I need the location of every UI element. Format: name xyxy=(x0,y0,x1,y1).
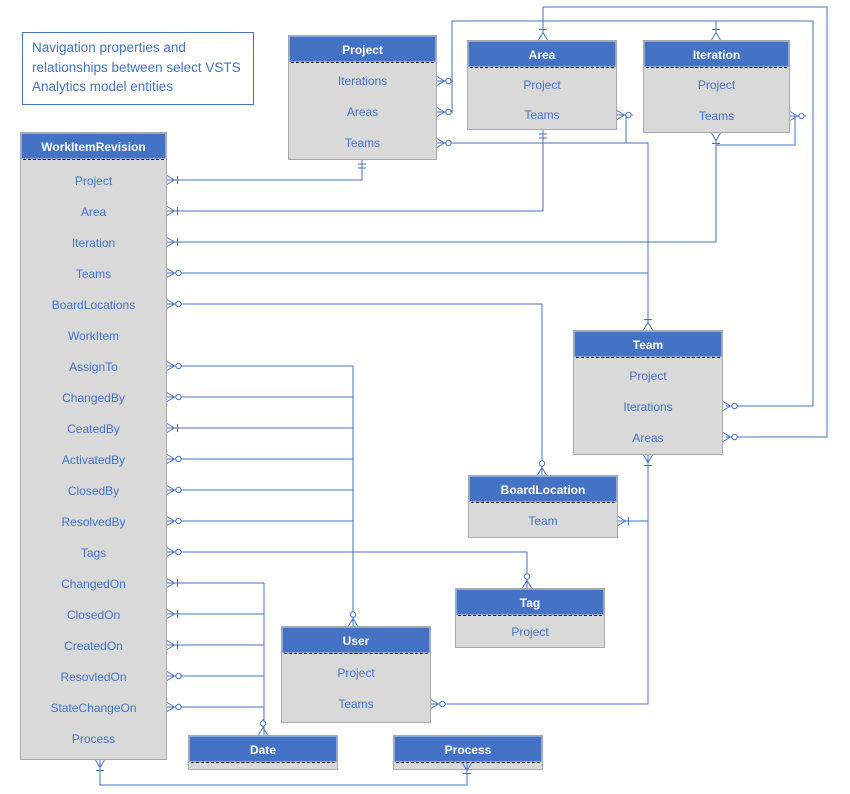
entity-header[interactable]: Date xyxy=(189,736,337,762)
field-label: Iteration xyxy=(71,236,116,250)
entity-header[interactable]: Process xyxy=(394,736,542,762)
crowsfoot-ring-icon xyxy=(722,432,740,442)
crowsfoot-ring-icon xyxy=(166,268,184,278)
entity-header[interactable]: Project xyxy=(289,36,436,62)
field-label: CeatedBy xyxy=(67,422,120,436)
connector-line xyxy=(167,168,363,181)
field-label: WorkItem xyxy=(67,329,120,343)
crowsfoot-bar-icon xyxy=(643,313,653,331)
connector-line xyxy=(167,303,543,475)
entity-header[interactable]: Team xyxy=(574,331,722,357)
entity-user[interactable]: User Project Teams xyxy=(281,626,431,723)
crowsfoot-bar-icon xyxy=(711,23,721,41)
field-label: Tags xyxy=(80,546,107,560)
field-label: Process xyxy=(71,732,116,746)
connector-line xyxy=(437,142,649,323)
crowsfoot-bar-icon xyxy=(166,609,184,619)
field-label: Iterations xyxy=(337,74,388,88)
crowsfoot-ring-icon xyxy=(258,718,268,736)
crowsfoot-ring-icon xyxy=(166,702,184,712)
field-label: ChangedOn xyxy=(61,577,126,591)
entity-project[interactable]: Project Iterations Areas Teams xyxy=(288,35,437,160)
crowsfoot-bar-icon xyxy=(538,23,548,41)
entity-process[interactable]: Process xyxy=(393,735,543,770)
field-label: Project xyxy=(337,666,375,680)
field-label: Project xyxy=(697,78,736,92)
crowsfoot-bar-icon xyxy=(166,175,184,185)
field-label: Area xyxy=(80,205,107,219)
field-label: Iterations xyxy=(623,400,673,414)
crowsfoot-bar-icon xyxy=(166,206,184,216)
diagram-title: Navigation properties and relationships … xyxy=(22,32,254,105)
field-label: Areas xyxy=(346,105,379,119)
crowsfoot-bar-icon xyxy=(166,237,184,247)
crowsfoot-bar-icon xyxy=(711,132,721,150)
field-label: Project xyxy=(511,625,549,639)
field-label: Project xyxy=(629,369,667,383)
field-label: Teams xyxy=(524,108,560,122)
entity-header[interactable]: BoardLocation xyxy=(469,476,617,502)
crowsfoot-ring-icon xyxy=(166,485,184,495)
entity-date[interactable]: Date xyxy=(188,735,338,770)
field-label: Areas xyxy=(632,431,664,445)
field-label: ResovledOn xyxy=(60,670,127,684)
entity-header[interactable]: User xyxy=(282,627,430,653)
crowsfoot-ring-icon xyxy=(166,392,184,402)
crowsfoot-ring-icon xyxy=(789,111,807,121)
field-label: Teams xyxy=(698,109,735,123)
entity-team[interactable]: Team Project Iterations Areas xyxy=(573,330,723,455)
connector-line xyxy=(617,114,627,143)
field-label: BoardLocations xyxy=(51,298,136,312)
field-label: ResolvedBy xyxy=(61,515,126,529)
crowsfoot-ring-icon xyxy=(722,401,740,411)
field-label: ClosedBy xyxy=(67,484,120,498)
entity-header[interactable]: Area xyxy=(468,41,616,67)
field-label: ActivatedBy xyxy=(61,453,126,467)
crowsfoot-ring-icon xyxy=(166,361,184,371)
field-label: StateChangeOn xyxy=(50,701,137,715)
field-label: Project xyxy=(523,78,561,92)
crowsfoot-ring-icon xyxy=(436,107,454,117)
field-label: CreatedOn xyxy=(64,639,123,653)
crowsfoot-ring-icon xyxy=(166,299,184,309)
entity-workitemrevision[interactable]: WorkItemRevision Project Area Iteration … xyxy=(20,132,167,760)
one-bar-icon xyxy=(357,159,367,173)
crowsfoot-bar-icon xyxy=(643,454,653,472)
field-label: Teams xyxy=(338,697,374,711)
crowsfoot-ring-icon xyxy=(166,671,184,681)
crowsfoot-ring-icon xyxy=(166,454,184,464)
crowsfoot-ring-icon xyxy=(166,547,184,557)
crowsfoot-bar-icon xyxy=(166,423,184,433)
crowsfoot-ring-icon xyxy=(616,110,634,120)
field-label: Teams xyxy=(344,136,381,150)
crowsfoot-ring-icon xyxy=(166,516,184,526)
one-bar-icon xyxy=(538,129,548,143)
field-label: Project xyxy=(74,174,113,188)
field-label: ClosedOn xyxy=(66,608,121,622)
field-label: Team xyxy=(528,514,558,528)
crowsfoot-bar-icon xyxy=(95,759,105,777)
field-label: Teams xyxy=(75,267,112,281)
crowsfoot-ring-icon xyxy=(522,571,532,589)
crowsfoot-bar-icon xyxy=(166,640,184,650)
crowsfoot-ring-icon xyxy=(537,458,547,476)
crowsfoot-ring-icon xyxy=(348,609,358,627)
entity-header[interactable]: Tag xyxy=(456,589,604,615)
crowsfoot-ring-icon xyxy=(430,699,448,709)
entity-tag[interactable]: Tag Project xyxy=(455,588,605,648)
field-label: ChangedBy xyxy=(62,391,125,405)
crowsfoot-ring-icon xyxy=(436,76,454,86)
crowsfoot-bar-icon xyxy=(617,516,635,526)
connector-line xyxy=(167,551,528,588)
entity-header[interactable]: WorkItemRevision xyxy=(21,133,166,159)
connector-line xyxy=(167,141,717,243)
field-label: AssignTo xyxy=(69,360,118,374)
crowsfoot-bar-icon xyxy=(166,578,184,588)
entity-boardlocation[interactable]: BoardLocation Team xyxy=(468,475,618,538)
entity-iteration[interactable]: Iteration Project Teams xyxy=(643,40,790,133)
entity-area[interactable]: Area Project Teams xyxy=(467,40,617,130)
crowsfoot-ring-icon xyxy=(436,138,454,148)
entity-header[interactable]: Iteration xyxy=(644,41,789,67)
